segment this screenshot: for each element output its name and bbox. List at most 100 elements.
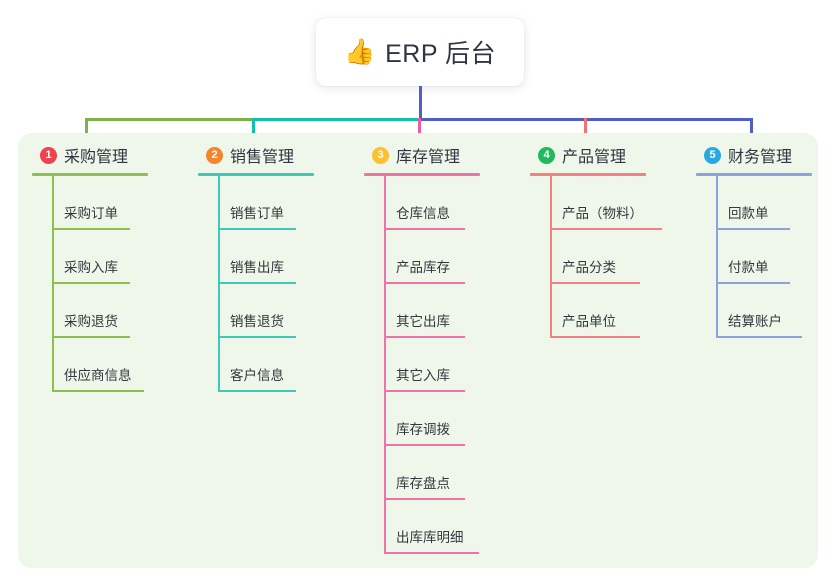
- branch-item-label: 付款单: [728, 260, 769, 275]
- branch-item-rule: [384, 444, 465, 446]
- branch-drop-4: [584, 118, 587, 146]
- branch-item[interactable]: 其它出库: [364, 284, 480, 338]
- branch-header-3[interactable]: 3 库存管理: [364, 143, 480, 167]
- branch-trunk-2: [218, 176, 220, 392]
- branch-header-rule-5: [696, 173, 812, 176]
- branch-item-rule: [384, 552, 479, 554]
- branch-item-rule: [550, 228, 662, 230]
- branch-items-4: 产品（物料） 产品分类产品单位: [530, 176, 662, 338]
- branch-header-rule-3: [364, 173, 480, 176]
- branch-drop-5: [750, 118, 753, 146]
- branch-item-rule: [384, 336, 465, 338]
- branch-header-rule-2: [198, 173, 314, 176]
- branch-header-4[interactable]: 4 产品管理: [530, 143, 646, 167]
- branch-item-label: 销售退货: [230, 314, 284, 329]
- branch-item-label: 产品分类: [562, 260, 616, 275]
- branch-trunk-5: [716, 176, 718, 338]
- branch-item-label: 采购入库: [64, 260, 118, 275]
- branch-item-label: 回款单: [728, 206, 769, 221]
- branch-item-label: 库存调拨: [396, 422, 450, 437]
- branches-panel: [18, 133, 818, 568]
- branch-item-label: 供应商信息: [64, 368, 132, 383]
- branch-item[interactable]: 产品分类: [530, 230, 646, 284]
- branch-item[interactable]: 出库库明细: [364, 500, 480, 554]
- branch-item-rule: [550, 282, 640, 284]
- branch-item[interactable]: 采购入库: [32, 230, 148, 284]
- branch-item[interactable]: 回款单: [696, 176, 812, 230]
- branch-trunk-1: [52, 176, 54, 392]
- branch-item-label: 出库库明细: [396, 530, 464, 545]
- branch-badge-5: 5: [704, 146, 721, 164]
- branch-trunk-4: [550, 176, 552, 338]
- branch-item-label: 客户信息: [230, 368, 284, 383]
- branch-item-rule: [218, 336, 296, 338]
- branch-item-label: 其它出库: [396, 314, 450, 329]
- branch-item-rule: [384, 282, 465, 284]
- branch-item[interactable]: 采购退货: [32, 284, 148, 338]
- branch-badge-2: 2: [206, 146, 223, 164]
- branch-item-label: 销售出库: [230, 260, 284, 275]
- branch-items-1: 采购订单采购入库采购退货供应商信息: [32, 176, 148, 392]
- branch-header-label: 采购管理: [64, 149, 129, 166]
- branch-header-label: 产品管理: [562, 149, 627, 166]
- branch-item[interactable]: 产品单位: [530, 284, 646, 338]
- branch-item[interactable]: 客户信息: [198, 338, 314, 392]
- branch-drop-3: [418, 118, 421, 146]
- branch-item-rule: [716, 282, 790, 284]
- thumbs-up-icon: 👍: [343, 37, 376, 66]
- branch-item-label: 产品库存: [396, 260, 450, 275]
- branch-header-rule-1: [32, 173, 148, 176]
- branch-item[interactable]: 供应商信息: [32, 338, 148, 392]
- branch-item-label: 销售订单: [230, 206, 284, 221]
- branch-item[interactable]: 产品（物料）: [530, 176, 662, 230]
- branch-item[interactable]: 付款单: [696, 230, 812, 284]
- branch-item[interactable]: 库存盘点: [364, 446, 480, 500]
- branch-header-rule-4: [530, 173, 646, 176]
- branch-item-rule: [218, 228, 296, 230]
- branch-item-rule: [52, 390, 144, 392]
- branch-item[interactable]: 采购订单: [32, 176, 148, 230]
- branch-item-label: 采购订单: [64, 206, 118, 221]
- branch-item-rule: [218, 282, 296, 284]
- root-node[interactable]: 👍 ERP 后台: [316, 18, 524, 86]
- branch-item-rule: [384, 390, 465, 392]
- branch-item[interactable]: 销售订单: [198, 176, 314, 230]
- branch-item[interactable]: 结算账户: [696, 284, 812, 338]
- branch-item-rule: [52, 228, 130, 230]
- branch-item[interactable]: 销售退货: [198, 284, 314, 338]
- branch-item[interactable]: 仓库信息: [364, 176, 480, 230]
- branch-header-label: 库存管理: [396, 149, 461, 166]
- branch-items-5: 回款单付款单结算账户: [696, 176, 812, 338]
- branch-column-4: 4 产品管理产品（物料） 产品分类产品单位: [530, 143, 662, 338]
- branch-item-rule: [716, 336, 802, 338]
- branch-item-rule: [384, 228, 465, 230]
- branch-column-3: 3 库存管理仓库信息产品库存其它出库其它入库库存调拨库存盘点出库库明细: [364, 143, 480, 554]
- branch-column-5: 5 财务管理回款单付款单结算账户: [696, 143, 812, 338]
- branch-item[interactable]: 库存调拨: [364, 392, 480, 446]
- branch-item-rule: [52, 336, 130, 338]
- branch-item[interactable]: 产品库存: [364, 230, 480, 284]
- branch-item-rule: [218, 390, 296, 392]
- branch-item[interactable]: 销售出库: [198, 230, 314, 284]
- branch-item-label: 采购退货: [64, 314, 118, 329]
- root-trunk-connector: [419, 86, 422, 120]
- branch-header-label: 财务管理: [728, 149, 793, 166]
- branch-drop-2: [252, 118, 255, 146]
- branch-item-label: 仓库信息: [396, 206, 450, 221]
- branch-item-label: 库存盘点: [396, 476, 450, 491]
- branch-badge-4: 4: [538, 146, 555, 164]
- branch-item-rule: [550, 336, 640, 338]
- branch-item-label: 产品（物料）: [562, 206, 643, 221]
- branch-item-rule: [716, 228, 790, 230]
- branch-drop-1: [85, 118, 88, 146]
- branch-badge-3: 3: [372, 146, 389, 164]
- root-node-title: ERP 后台: [385, 40, 497, 68]
- branch-item[interactable]: 其它入库: [364, 338, 480, 392]
- bus-segment-green: [85, 118, 253, 121]
- branch-header-5[interactable]: 5 财务管理: [696, 143, 812, 167]
